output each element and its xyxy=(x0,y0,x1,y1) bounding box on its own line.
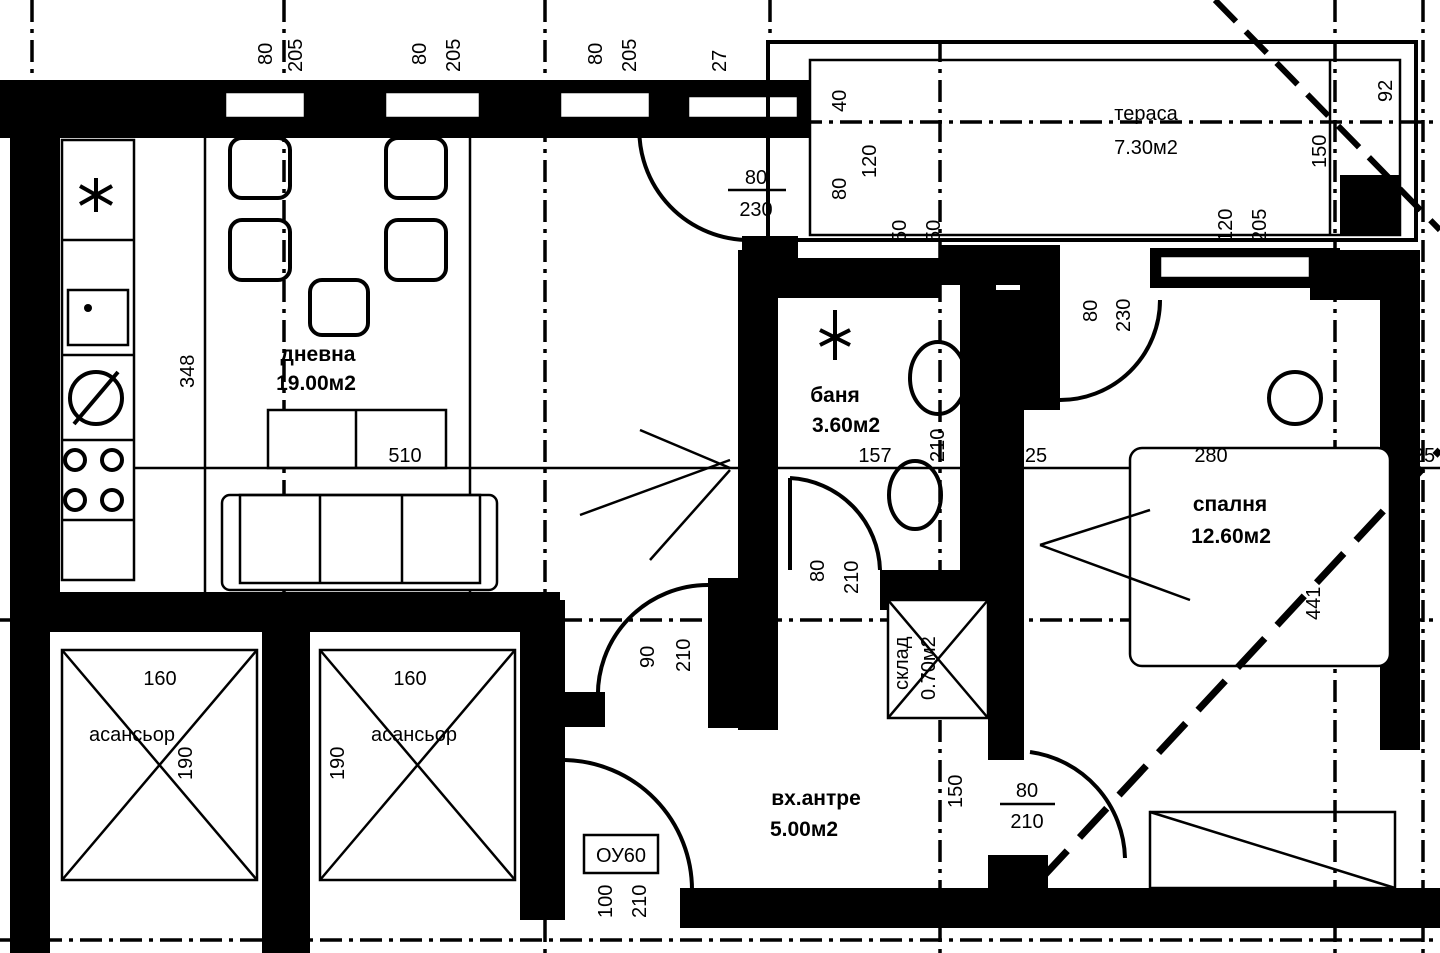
dim-bed-window-height: 205 xyxy=(1249,209,1271,242)
dim-bed-terrace-door-height: 230 xyxy=(1113,299,1135,332)
walls xyxy=(0,80,1440,953)
dim-bath-width: 157 xyxy=(858,445,891,467)
lift-1 xyxy=(60,648,259,882)
dim-window-4: 27 xyxy=(709,50,731,72)
bed xyxy=(1128,370,1392,668)
dim-window-1-height: 205 xyxy=(285,39,307,72)
dim-bed-terrace-door-width: 80 xyxy=(1080,300,1102,322)
dim-terrace-door-width: 80 xyxy=(745,167,767,189)
dim-window-3-height: 205 xyxy=(619,39,641,72)
door-swings xyxy=(564,117,1162,891)
room-name-bath: баня xyxy=(810,384,860,407)
windows xyxy=(223,90,1312,280)
diagonals xyxy=(579,0,1440,883)
dim-wall-25b: 25 xyxy=(1413,445,1435,467)
room-area-hall: 5.00м2 xyxy=(770,818,838,841)
dim-bath-window-b: 120 xyxy=(859,145,881,178)
dim-hall-door-height: 210 xyxy=(673,639,695,672)
dim-bath-vent-b: 50 xyxy=(923,220,945,242)
dim-window-1-width: 80 xyxy=(255,43,277,65)
sofa xyxy=(220,408,499,592)
dim-window-2-height: 205 xyxy=(443,39,465,72)
lift-2 xyxy=(318,648,517,882)
room-name-bedroom: спалня xyxy=(1193,493,1267,516)
room-name-living: дневна xyxy=(281,343,356,366)
terrace-outline xyxy=(766,40,1418,242)
dim-bath-window-c: 80 xyxy=(829,178,851,200)
dim-terrace-side-b: 92 xyxy=(1375,80,1397,102)
dim-bath-window-a: 40 xyxy=(829,90,851,112)
dim-entry-door-width: 100 xyxy=(595,885,617,918)
dim-window-2-width: 80 xyxy=(409,43,431,65)
stove-icon xyxy=(63,448,124,512)
dim-bath-vent-a: 50 xyxy=(889,220,911,242)
dim-entry-door-height: 210 xyxy=(629,885,651,918)
dim-terrace-side-a: 150 xyxy=(1309,135,1331,168)
shower-icon xyxy=(819,310,851,360)
dim-bed-door-width: 80 xyxy=(1016,780,1038,802)
kitchen-counter xyxy=(60,138,136,582)
dim-bath-door-h2: 210 xyxy=(841,561,863,594)
dim-terrace-door-height: 230 xyxy=(739,199,772,221)
room-area-terrace: 7.30м2 xyxy=(1114,137,1178,159)
dim-lift-1-width: 160 xyxy=(143,668,176,690)
dim-living-width: 510 xyxy=(388,445,421,467)
snowflake-icon xyxy=(79,178,113,212)
room-area-bedroom: 12.60м2 xyxy=(1191,525,1271,548)
dim-window-3-width: 80 xyxy=(585,43,607,65)
dim-lift-2-width: 160 xyxy=(393,668,426,690)
dim-wall-25c: 25 xyxy=(723,649,745,671)
dim-hall-150: 150 xyxy=(945,775,967,808)
entry-door-tag-box xyxy=(582,833,660,875)
dim-bed-width: 280 xyxy=(1194,445,1227,467)
storage xyxy=(886,598,990,720)
washing-machine-icon xyxy=(68,370,124,426)
dim-bath-door-width: 80 xyxy=(807,560,829,582)
room-name-lift-1: асансьор xyxy=(89,724,175,746)
dim-bed-door-height: 210 xyxy=(1010,811,1043,833)
entry-door-tag: ОУ60 xyxy=(596,845,646,867)
room-area-living: 19.00м2 xyxy=(276,372,356,395)
dim-bath-door-height: 210 xyxy=(927,429,949,462)
room-name-lift-2: асансьор xyxy=(371,724,457,746)
room-name-hall: вх.антре xyxy=(771,787,861,810)
dim-lift-1-depth: 190 xyxy=(175,747,197,780)
toilet-icon xyxy=(887,340,968,531)
dim-bed-window-width: 120 xyxy=(1215,209,1237,242)
dim-lift-2-depth: 190 xyxy=(327,747,349,780)
dim-bed-depth: 441 xyxy=(1303,587,1325,620)
dim-hall-door-width: 90 xyxy=(637,646,659,668)
sink-icon xyxy=(66,288,130,347)
room-name-storage: склад xyxy=(891,636,913,690)
room-name-terrace: тераса xyxy=(1114,103,1178,125)
dim-living-depth: 348 xyxy=(177,355,199,388)
dim-wall-25a: 25 xyxy=(1025,445,1047,467)
room-area-storage: 0.70м2 xyxy=(918,636,940,700)
room-area-bath: 3.60м2 xyxy=(812,414,880,437)
